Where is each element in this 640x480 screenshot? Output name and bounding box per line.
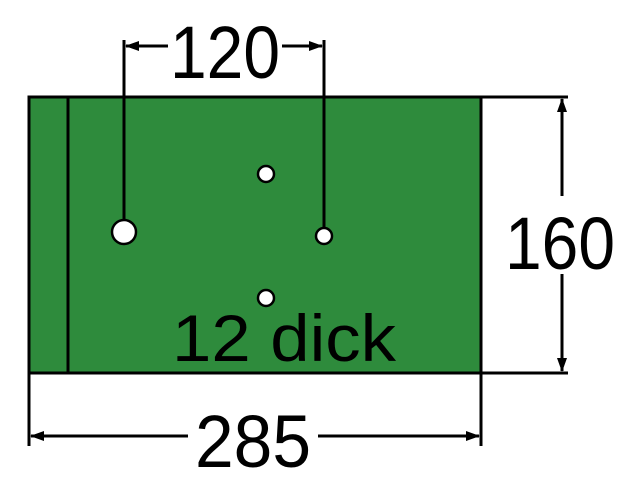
thickness-label: 12 dick bbox=[172, 301, 397, 375]
hole-top bbox=[256, 164, 276, 184]
dimension-label-width: 285 bbox=[195, 400, 311, 480]
plate bbox=[27, 95, 483, 375]
dimension-label-height: 160 bbox=[505, 202, 615, 285]
hole-right bbox=[314, 226, 334, 246]
hole-bottom bbox=[256, 288, 276, 308]
dimension-label-spacing: 120 bbox=[170, 11, 280, 94]
hole-large bbox=[110, 218, 138, 246]
height-label-bg bbox=[500, 200, 618, 270]
